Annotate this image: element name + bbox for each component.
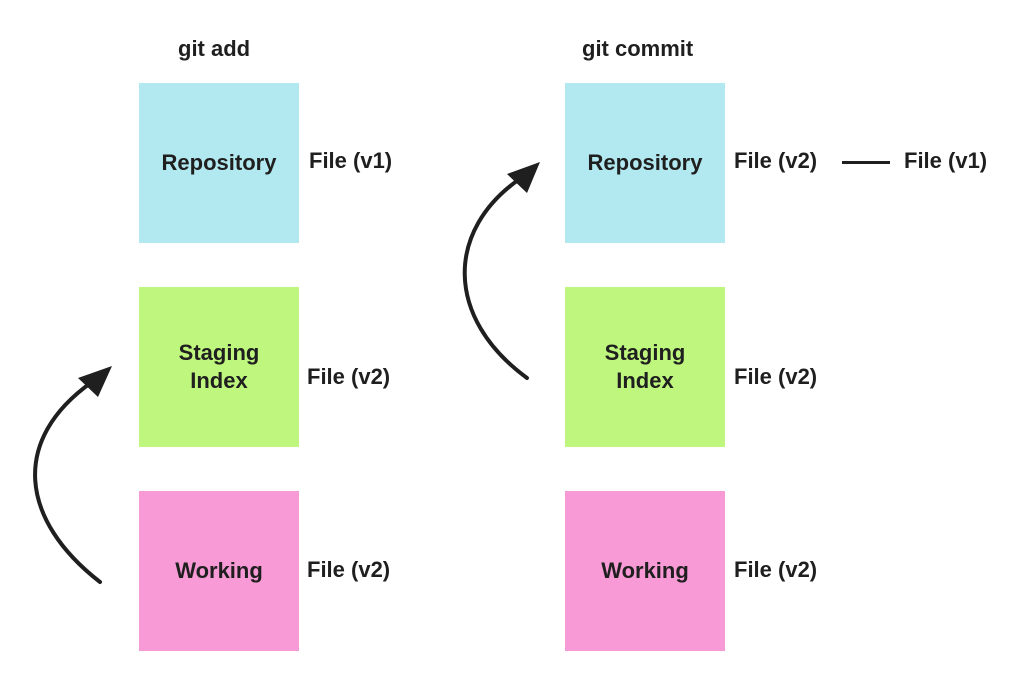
git-commit-arrow: [462, 162, 540, 380]
left-staging-file: File (v2): [307, 364, 391, 389]
git-add-title: git add: [178, 36, 251, 61]
right-repository-file: File (v2): [734, 148, 818, 173]
right-repository-box: Repository: [565, 83, 725, 243]
left-repository-file: File (v1): [309, 148, 393, 173]
git-add-arrow: [33, 366, 112, 584]
git-commit-title: git commit: [582, 36, 694, 61]
right-staging-index-box: Staging Index: [565, 287, 725, 447]
right-repository-previous-file: File (v1): [904, 148, 988, 173]
right-working-file: File (v2): [734, 557, 818, 582]
version-history-connector: [842, 161, 890, 164]
left-repository-box: Repository: [139, 83, 299, 243]
left-staging-index-box: Staging Index: [139, 287, 299, 447]
left-working-box: Working: [139, 491, 299, 651]
left-working-file: File (v2): [307, 557, 391, 582]
right-staging-file: File (v2): [734, 364, 818, 389]
right-working-box: Working: [565, 491, 725, 651]
